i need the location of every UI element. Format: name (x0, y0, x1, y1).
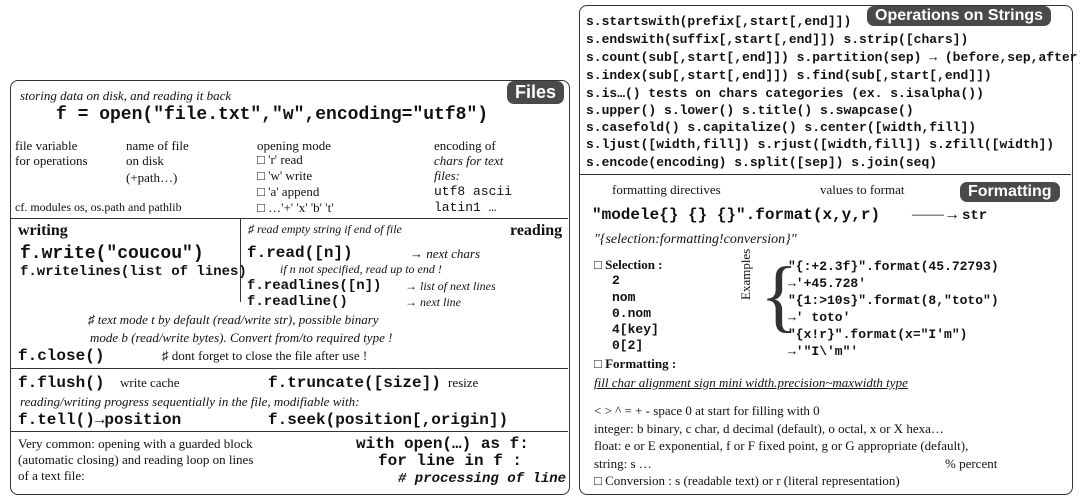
divider-v1 (240, 218, 241, 302)
enc-vals2: latin1 … (434, 200, 497, 215)
mode-a: □ 'a' append (257, 184, 320, 199)
close-code: f.close() (18, 347, 105, 365)
divider-2 (11, 368, 568, 369)
string-line-8: s.ljust([width,fill]) s.rjust([width,fil… (586, 137, 1055, 152)
selection-syntax: "{selection:formatting!conversion}" (594, 232, 797, 247)
examples-brace: { (760, 252, 799, 340)
string-line-2: s.endswith(suffix[,start[,end]]) s.strip… (586, 32, 969, 47)
for-code: for line in f : (378, 452, 523, 470)
values-label: values to format (820, 182, 905, 197)
name-desc2: (+path…) (126, 170, 178, 185)
example-3: "{x!r}".format(x="I'm") (788, 327, 968, 342)
selection-item-4: 4[key] (612, 322, 659, 337)
write-code: f.write("coucou") (20, 244, 204, 264)
string-line-1: s.startswith(prefix[,start[,end]]) (586, 14, 852, 29)
files-intro: storing data on disk, and reading it bac… (20, 88, 232, 103)
selection-item-1: 2 (612, 273, 620, 288)
var-label: file variable (15, 138, 77, 154)
tell-code: f.tell()→position (18, 411, 182, 429)
selection-item-5: 0[2] (612, 338, 644, 353)
mode-label: opening mode (257, 138, 332, 153)
divider-3 (11, 431, 568, 432)
open-code: f = open("file.txt","w",encoding="utf8") (56, 105, 489, 125)
float-line: float: e or E exponential, f or F fixed … (594, 438, 969, 453)
align-line: < > ^ = + - space 0 at start for filling… (594, 403, 820, 418)
strings-panel (579, 5, 1073, 495)
arrow-icon: ——→ (912, 206, 960, 223)
conversion-line: □ Conversion : s (readable text) or r (l… (594, 473, 900, 488)
readline-desc: → next line (405, 295, 461, 309)
text-mode-note2: mode b (read/write bytes). Convert from/… (90, 330, 393, 345)
enc-label: encoding of (434, 138, 496, 153)
truncate-desc: resize (448, 375, 479, 390)
common-text2: (automatic closing) and reading loop on … (18, 452, 254, 467)
text-mode-note1: ♯ text mode t by default (read/write str… (88, 312, 379, 327)
common-text1: Very common: opening with a guarded bloc… (18, 436, 253, 451)
read-desc: → next chars (410, 246, 481, 261)
with-code: with open(…) as f: (356, 435, 529, 453)
readlines-desc: → list of next lines (405, 279, 496, 293)
formatting-label: □ Formatting : (594, 356, 677, 371)
common-text3: of a text file: (18, 468, 85, 483)
string-line-6: s.upper() s.lower() s.title() s.swapcase… (586, 103, 914, 118)
string-fmt-line: string: s … (594, 456, 652, 471)
example-1-result: →'+45.728' (788, 276, 867, 291)
files-title: Files (507, 81, 565, 104)
format-code: "modele{} {} {}".format(x,y,r) (592, 206, 881, 224)
example-2-result: →' toto' (788, 310, 851, 325)
flush-code: f.flush() (18, 374, 105, 392)
writelines-code: f.writelines(list of lines) (20, 264, 247, 280)
name-desc1: on disk (126, 153, 164, 168)
fmt-fields: fill char alignment sign mini width.prec… (594, 375, 908, 390)
mode-w: □ 'w' write (257, 168, 313, 183)
writing-title: writing (18, 222, 68, 239)
flush-desc: write cache (120, 375, 180, 390)
selection-label: □ Selection : (594, 257, 663, 272)
reading-title: reading (510, 222, 563, 239)
seq-note: reading/writing progress sequentially in… (20, 394, 360, 409)
read-note: ♯ read empty string if end of file (248, 222, 402, 236)
enc-vals1: utf8 ascii (434, 184, 513, 199)
files-panel (10, 80, 570, 495)
example-1: "{:+2.3f}".format(45.72793) (788, 259, 999, 274)
enc-desc1: chars for text (434, 153, 504, 168)
mode-r: □ 'r' read (257, 152, 303, 167)
name-label: name of file (126, 138, 189, 153)
cf-modules: cf. modules os, os.path and pathlib (15, 200, 182, 214)
var-desc: for operations (15, 153, 88, 168)
truncate-code: f.truncate([size]) (268, 374, 441, 392)
close-note: ♯ dont forget to close the file after us… (162, 348, 368, 363)
selection-item-3: 0.nom (612, 306, 652, 321)
read-code: f.read([n]) (247, 244, 353, 262)
example-3-result: →'"I\'m"' (788, 344, 859, 359)
processing-code: # processing of line (398, 471, 567, 487)
enc-desc2: files: (434, 168, 460, 183)
divider-1 (11, 218, 568, 219)
string-line-9: s.encode(encoding) s.split([sep]) s.join… (586, 155, 938, 170)
strings-title: Operations on Strings (867, 6, 1052, 26)
selection-item-2: nom (612, 290, 636, 305)
seek-code: f.seek(position[,origin]) (268, 411, 509, 429)
divider-fmt (580, 174, 1071, 175)
arrow-str: str (962, 208, 988, 224)
var-label-text: file variable (15, 138, 78, 153)
formatting-title: Formatting (960, 182, 1060, 202)
string-line-7: s.casefold() s.capitalize() s.center([wi… (586, 120, 977, 135)
mode-other: □ …'+' 'x' 'b' 't' (257, 200, 334, 215)
string-line-5: s.is…() tests on chars categories (ex. s… (586, 86, 984, 101)
string-line-4: s.index(sub[,start[,end]]) s.find(sub[,s… (586, 68, 992, 83)
read-note2: if n not specified, read up to end ! (280, 262, 442, 276)
string-line-3: s.count(sub[,start[,end]]) s.partition(s… (586, 50, 1080, 65)
integer-line: integer: b binary, c char, d decimal (de… (594, 421, 944, 436)
percent-line: % percent (945, 456, 998, 471)
readlines-code: f.readlines([n]) (247, 278, 382, 294)
readline-code: f.readline() (247, 294, 348, 310)
directives-label: formatting directives (612, 182, 721, 197)
examples-label: Examples (738, 248, 753, 300)
example-2: "{1:>10s}".format(8,"toto") (788, 293, 999, 308)
